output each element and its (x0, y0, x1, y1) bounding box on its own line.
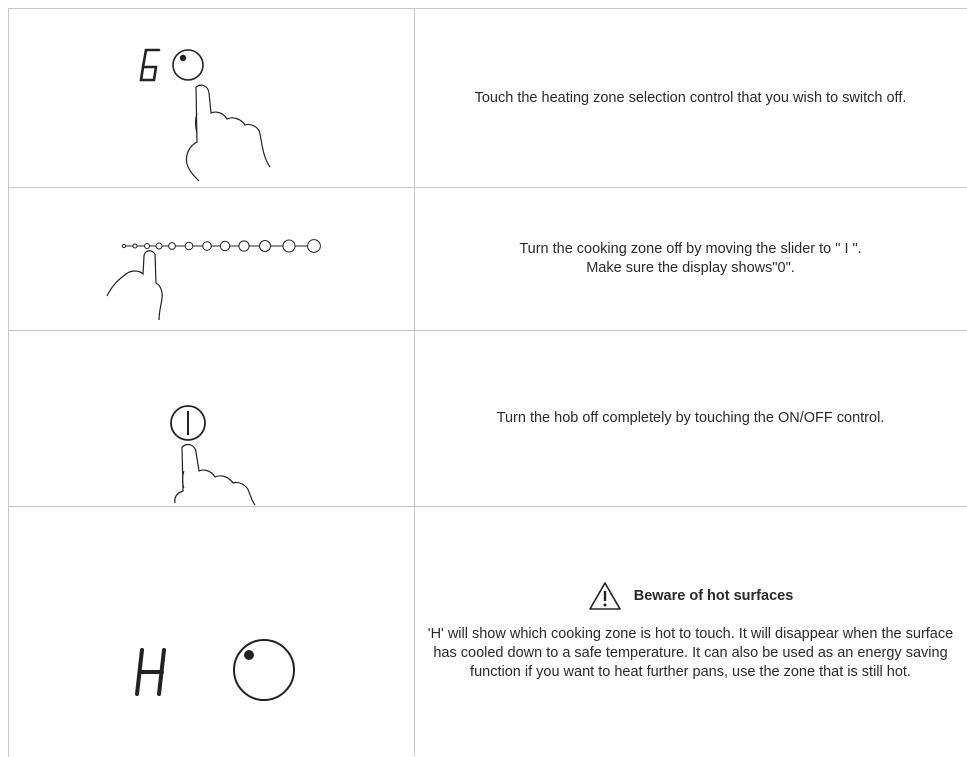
display-letter: H (9, 507, 21, 511)
step-text: Turn the cooking zone off by moving the … (415, 188, 966, 330)
hot-indicator-zone-icon: H (9, 507, 295, 701)
warning-triangle-icon (588, 582, 621, 610)
warning-body: 'H' will show which cooking zone is hot … (427, 626, 954, 680)
table-row: Turn the hob off completely by touching … (9, 331, 967, 507)
table-row: H Beware of hot surfaces 'H' will show w… (9, 507, 967, 756)
instruction-table: 6 Touch the heating zone selection contr… (8, 8, 967, 757)
warning-header: Beware of hot surfaces (588, 581, 794, 611)
power-button-finger-icon (170, 405, 256, 506)
table-row: Turn the cooking zone off by moving the … (9, 188, 967, 331)
digit-six-zone-control-finger-icon: 6 (9, 9, 271, 182)
step-illustration (9, 188, 415, 330)
step-line: Turn the cooking zone off by moving the … (519, 241, 862, 257)
step-line: Turn the hob off completely by touching … (496, 410, 885, 426)
step-text: Turn the hob off completely by touching … (415, 331, 966, 506)
step-illustration: 6 (9, 9, 415, 187)
step-illustration: H (9, 507, 415, 756)
step-line: Make sure the display shows"0". (586, 260, 795, 276)
warning-title: Beware of hot surfaces (633, 587, 794, 604)
step-text: Touch the heating zone selection control… (415, 9, 966, 187)
display-digit: 6 (9, 9, 18, 13)
table-row: 6 Touch the heating zone selection contr… (9, 9, 967, 188)
slider-finger-icon (106, 239, 321, 321)
step-illustration (9, 331, 415, 506)
step-line: Touch the heating zone selection control… (474, 89, 907, 106)
warning-cell: Beware of hot surfaces 'H' will show whi… (415, 507, 966, 756)
